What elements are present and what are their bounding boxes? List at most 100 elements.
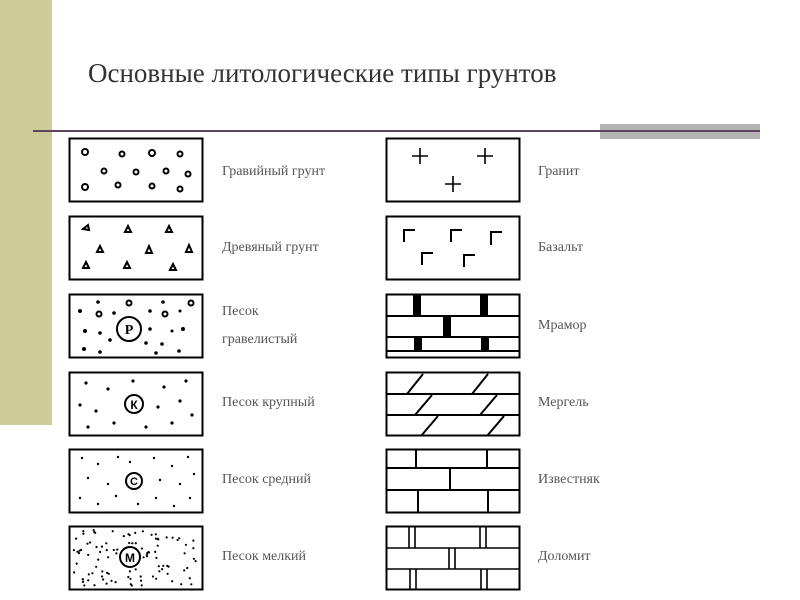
sand-grain-dot xyxy=(178,537,181,540)
granite-label: Гранит xyxy=(538,164,580,179)
sand-grain-dot xyxy=(116,548,119,551)
sand-grain-dot xyxy=(72,549,75,552)
sand-fine-label: Песок мелкий xyxy=(222,549,307,564)
sand-grain-dot xyxy=(129,577,132,580)
sand-grain-dot xyxy=(171,536,174,539)
sand-grain-dot xyxy=(155,556,158,559)
granite-swatch xyxy=(385,137,521,203)
sand-fine-symbol: М xyxy=(125,551,135,565)
sand-medium-label: Песок средний xyxy=(222,472,312,487)
sand-coarse-symbol: К xyxy=(130,398,138,412)
sand-grain-dot xyxy=(142,556,145,559)
sand-grain-dot xyxy=(93,584,96,587)
marble-swatch xyxy=(385,293,521,359)
sand-grain-dot xyxy=(73,571,76,574)
gravel-swatch xyxy=(68,137,204,203)
accent-bar xyxy=(600,124,760,139)
sand-grain-dot xyxy=(154,550,157,553)
dolomite-swatch xyxy=(385,525,521,591)
sand-grain-dot xyxy=(171,580,174,583)
sand-grain-dot xyxy=(92,529,95,532)
basalt-label: Базальт xyxy=(538,240,584,255)
sand-grain-dot xyxy=(151,575,155,578)
limestone-label: Известняк xyxy=(538,472,600,487)
sand-grain-dot xyxy=(145,555,149,558)
sand-grain-dot xyxy=(112,548,115,552)
sand-grain-dot xyxy=(97,558,100,561)
sand-grain-dot xyxy=(162,564,165,567)
sand-grain-dot xyxy=(105,542,108,545)
sand-grain-dot xyxy=(155,577,158,580)
sand-grain-dot xyxy=(192,539,195,542)
sand-grain-dot xyxy=(95,545,98,549)
marl-swatch xyxy=(385,371,521,437)
sand-grain-dot xyxy=(83,584,86,587)
sand-grain-dot xyxy=(77,552,81,555)
sand-grain-dot xyxy=(115,552,118,555)
sand-grain-dot xyxy=(176,538,179,542)
sand-grain-dot xyxy=(139,575,142,578)
sand-medium-swatch: С xyxy=(68,448,204,514)
sand-grain-dot xyxy=(107,556,110,559)
sand-grain-dot xyxy=(140,584,143,587)
gruss-swatch xyxy=(68,215,204,281)
sand-grain-dot xyxy=(161,568,164,571)
sand-grain-dot xyxy=(180,583,183,586)
sand-grain-dot xyxy=(81,580,85,583)
sand-grain-dot xyxy=(183,552,186,555)
sand-grain-dot xyxy=(158,570,161,573)
sand-grain-dot xyxy=(139,579,143,582)
sand-grain-dot xyxy=(186,566,189,570)
sand-grain-dot xyxy=(140,547,143,550)
marl-label: Мергель xyxy=(538,395,589,410)
sand-gravelly-symbol: Р xyxy=(125,323,134,338)
sand-grain-dot xyxy=(91,572,94,575)
sand-grain-dot xyxy=(145,553,148,556)
sand-grain-dot xyxy=(134,542,137,545)
sand-coarse-swatch: К xyxy=(68,371,204,437)
basalt-swatch xyxy=(385,215,521,281)
sand-medium-symbol: С xyxy=(130,476,138,488)
sand-grain-dot xyxy=(141,530,144,533)
sand-gravelly-swatch: Р xyxy=(68,293,204,359)
sand-grain-dot xyxy=(82,530,85,533)
sand-grain-dot xyxy=(107,572,110,575)
sand-grain-dot xyxy=(150,533,153,536)
sand-grain-dot xyxy=(102,578,105,581)
sand-grain-dot xyxy=(100,575,104,578)
slide-title: Основные литологические типы грунтов xyxy=(88,58,557,88)
sand-grain-dot xyxy=(188,577,191,580)
sand-grain-dot xyxy=(78,549,81,552)
marble-label: Мрамор xyxy=(538,318,587,333)
sand-grain-dot xyxy=(89,541,92,544)
sand-grain-dot xyxy=(134,531,137,534)
sand-grain-dot xyxy=(192,557,195,560)
sand-grain-dot xyxy=(76,550,79,553)
sidebar-accent xyxy=(0,0,52,425)
sand-grain-dot xyxy=(166,564,169,567)
sand-grain-dot xyxy=(82,532,85,535)
sand-grain-dot xyxy=(157,538,160,541)
sand-grain-dot xyxy=(101,570,104,573)
sand-gravelly-label-line2: гравелистый xyxy=(222,332,298,347)
sand-grain-dot xyxy=(184,543,187,546)
sand-grain-dot xyxy=(130,584,133,587)
sand-grain-dot xyxy=(147,551,150,554)
sand-grain-dot xyxy=(86,542,89,545)
dolomite-label: Доломит xyxy=(538,549,591,564)
sand-grain-dot xyxy=(81,578,84,581)
sand-grain-dot xyxy=(157,565,160,568)
sand-grain-dot xyxy=(194,560,197,563)
sand-grain-dot xyxy=(75,562,78,565)
sand-coarse-label: Песок крупный xyxy=(222,395,315,410)
sand-grain-dot xyxy=(105,582,108,585)
sand-grain-dot xyxy=(111,530,114,533)
sand-grain-dot xyxy=(95,565,98,568)
sand-grain-dot xyxy=(110,579,113,582)
sand-grain-dot xyxy=(122,535,125,538)
limestone-swatch xyxy=(385,448,521,514)
sand-grain-dot xyxy=(165,536,168,539)
sand-grain-dot xyxy=(166,572,169,575)
sand-grain-dot xyxy=(127,533,130,536)
sand-grain-dot xyxy=(134,568,137,571)
